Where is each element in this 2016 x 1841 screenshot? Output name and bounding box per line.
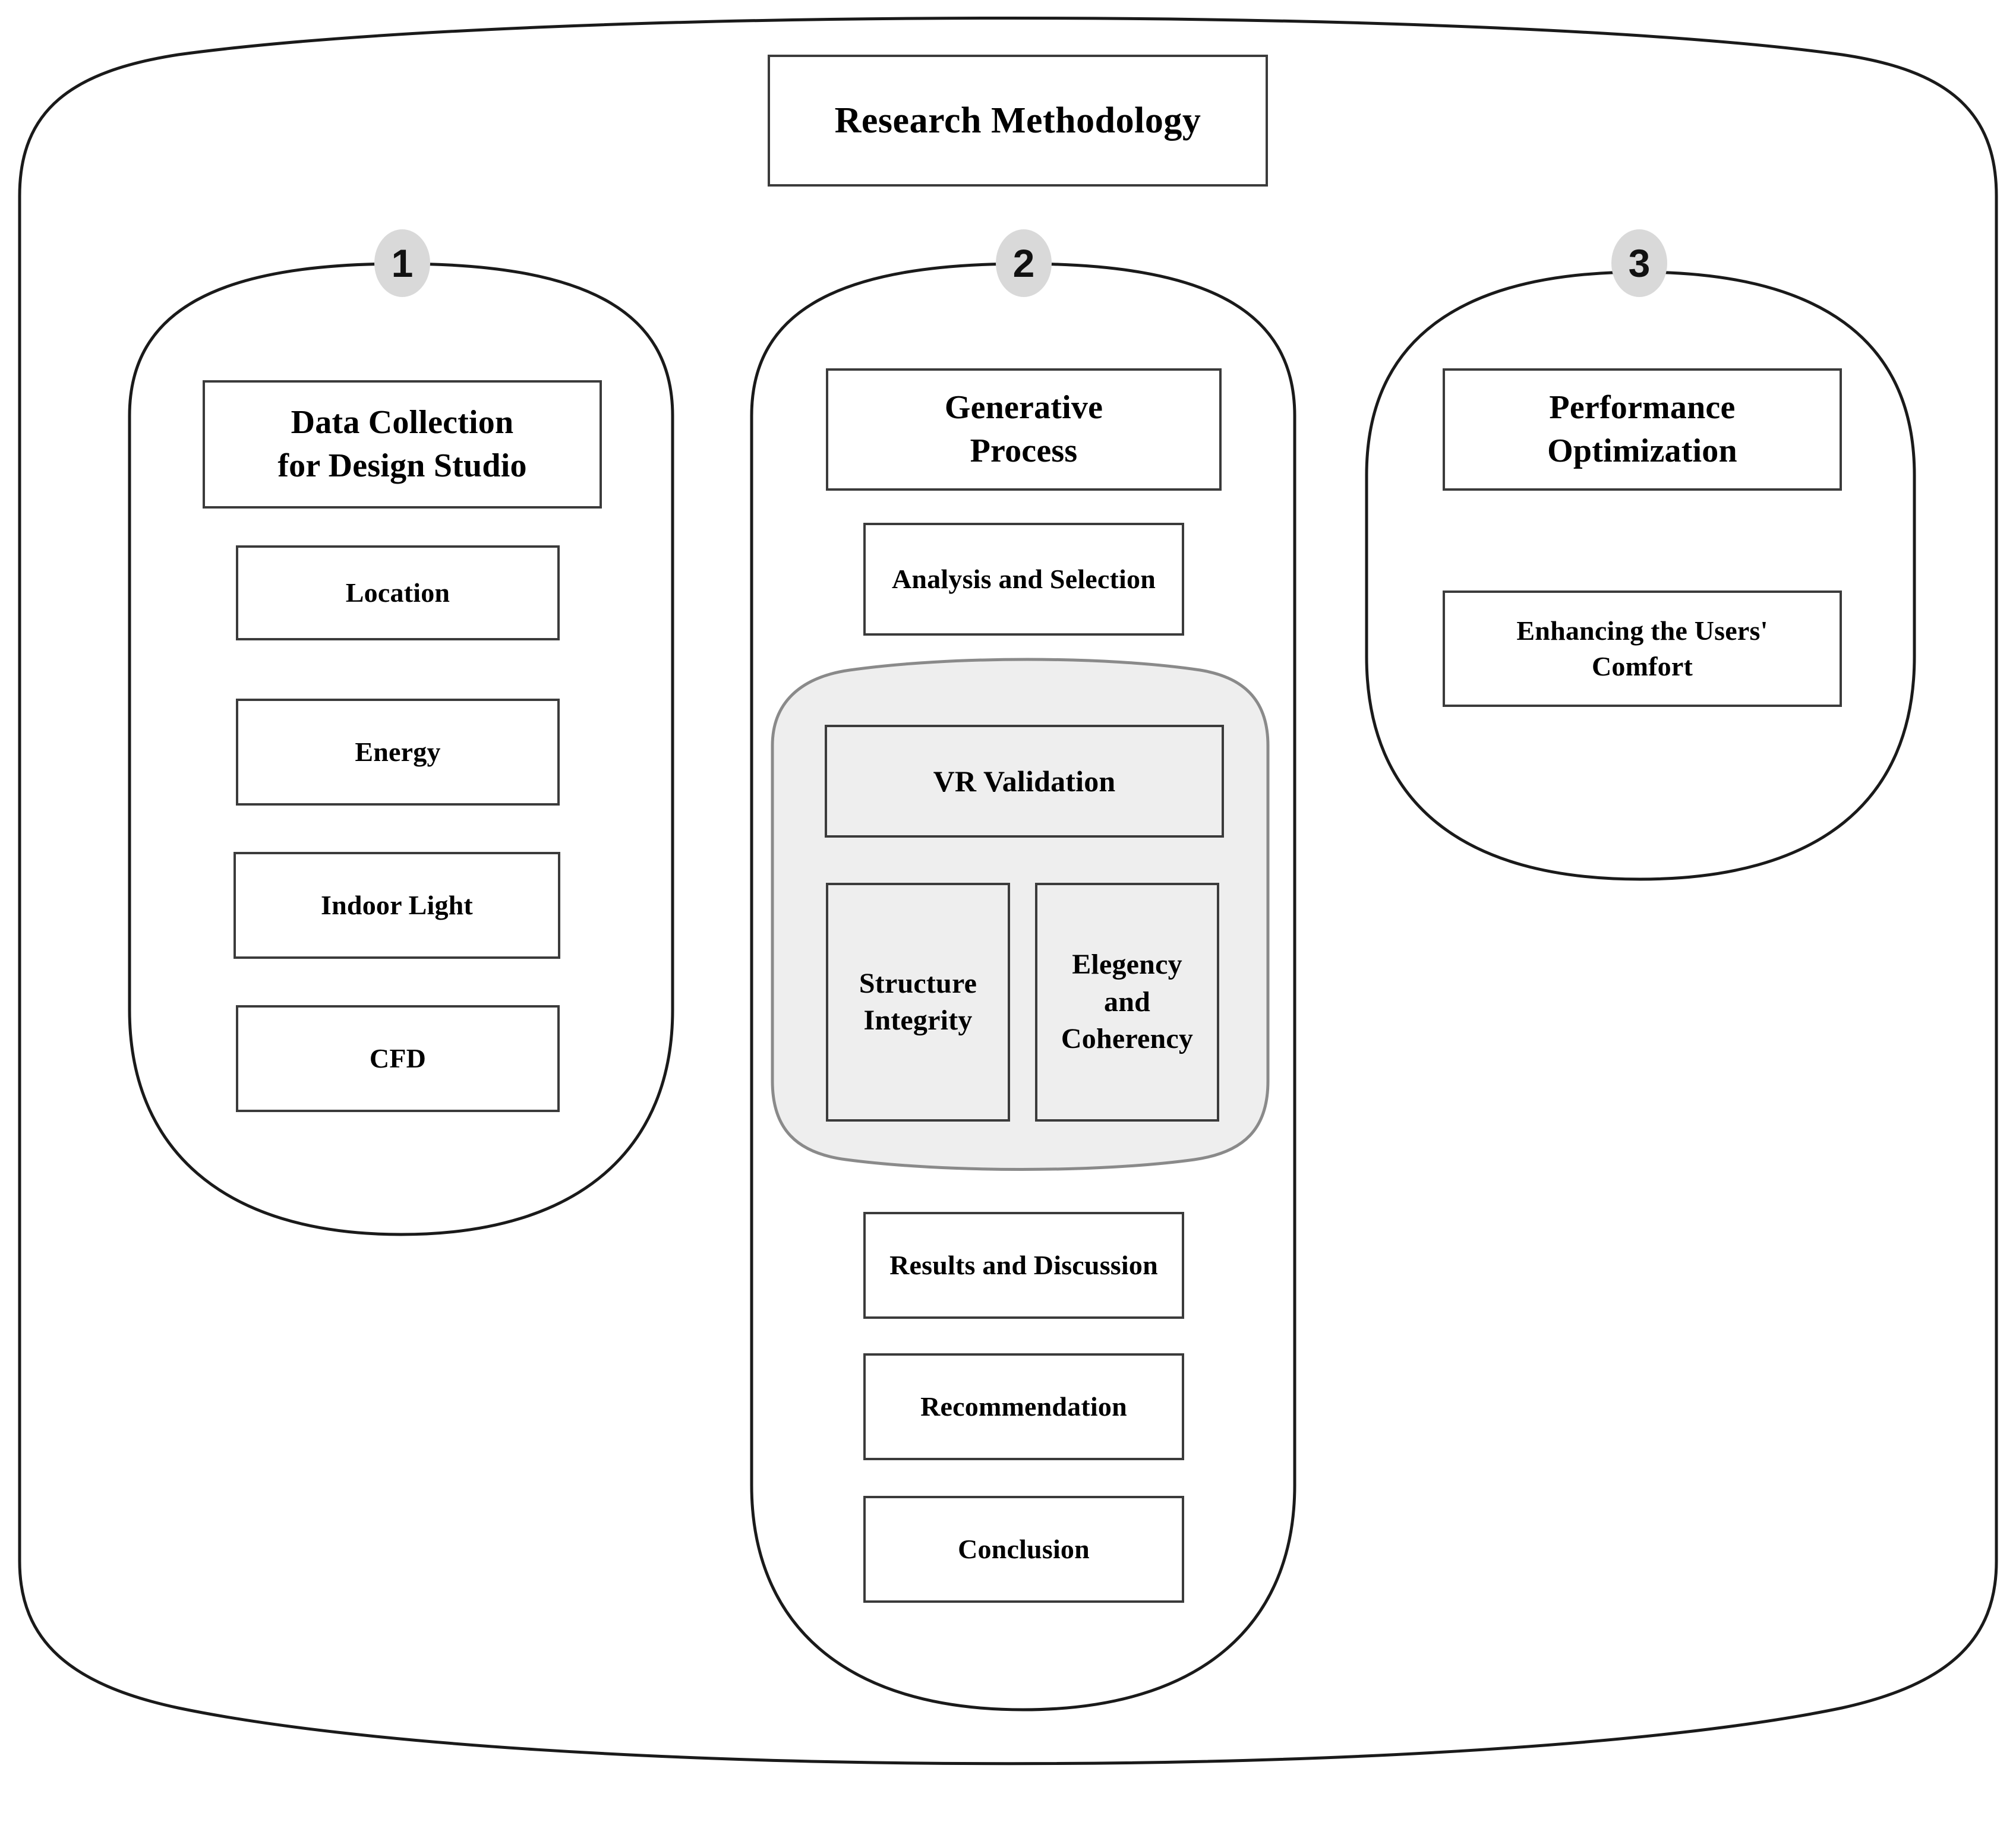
column-2-item-conclusion: Conclusion (863, 1496, 1184, 1603)
column-1-capsule (128, 262, 674, 1236)
stage-badge-1: 1 (374, 229, 430, 297)
column-1-item-cfd: CFD (236, 1005, 560, 1112)
stage-badge-2: 2 (996, 229, 1052, 297)
column-3-header: Performance Optimization (1443, 368, 1842, 491)
vr-validation-sub-structure-integrity: Structure Integrity (826, 883, 1010, 1122)
vr-validation-header: VR Validation (825, 725, 1224, 838)
stage-badge-3: 3 (1611, 229, 1667, 297)
column-2-header: Generative Process (826, 368, 1222, 491)
column-3-capsule (1365, 270, 1916, 881)
page-title: Research Methodology (768, 55, 1268, 187)
column-2-item-results-and-discussion: Results and Discussion (863, 1212, 1184, 1319)
column-2-item-analysis-and-selection: Analysis and Selection (863, 523, 1184, 636)
column-1-item-location: Location (236, 545, 560, 640)
vr-validation-sub-elegency-and-coherency: Elegency and Coherency (1035, 883, 1219, 1122)
column-1-item-energy: Energy (236, 699, 560, 806)
column-1-item-indoor-light: Indoor Light (234, 852, 560, 959)
column-2-capsule (750, 262, 1296, 1711)
column-2-item-recommendation: Recommendation (863, 1353, 1184, 1460)
column-3-item-enhancing-users-comfort: Enhancing the Users' Comfort (1443, 590, 1842, 707)
column-1-header: Data Collection for Design Studio (203, 380, 602, 509)
outer-boundary-shape (18, 17, 1998, 1766)
